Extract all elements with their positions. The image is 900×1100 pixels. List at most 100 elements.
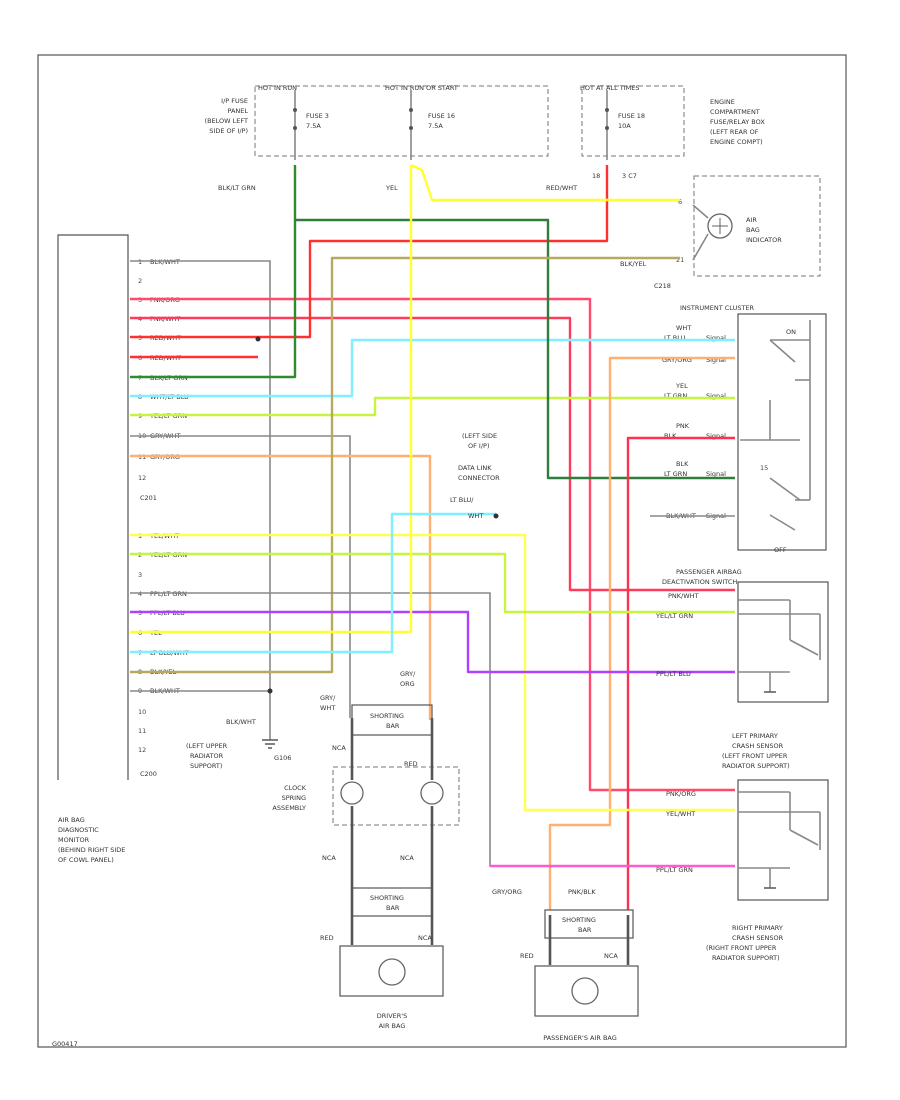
indicator-label: AIR BAG INDICATOR xyxy=(746,216,782,244)
svg-text:RADIATOR SUPPORT): RADIATOR SUPPORT) xyxy=(712,954,780,962)
indicator-pin-b: 21 xyxy=(676,256,684,264)
svg-text:12: 12 xyxy=(138,746,146,754)
svg-text:SHORTING: SHORTING xyxy=(562,916,596,924)
svg-text:GRY/: GRY/ xyxy=(400,670,416,678)
svg-text:ORG: ORG xyxy=(400,680,415,688)
svg-text:COMPARTMENT: COMPARTMENT xyxy=(710,108,760,116)
svg-text:LT GRN: LT GRN xyxy=(664,392,687,400)
source-at-all-times: HOT AT ALL TIMES xyxy=(580,84,640,92)
svg-text:WHT: WHT xyxy=(676,324,691,332)
svg-text:BLK: BLK xyxy=(676,460,689,468)
wire-label-3-c7: 3 C7 xyxy=(622,172,637,180)
shorting-bar-passenger xyxy=(544,909,634,939)
shorting-bar-driver xyxy=(351,887,433,917)
svg-text:AIR BAG: AIR BAG xyxy=(58,816,85,824)
clockspring-nca-3: NCA xyxy=(400,854,414,862)
svg-text:AIR BAG: AIR BAG xyxy=(379,1022,406,1030)
wire-label-blk-lt-grn: BLK/LT GRN xyxy=(218,184,256,192)
svg-text:7.5A: 7.5A xyxy=(428,122,443,130)
wire-blk-lt-grn-cluster xyxy=(295,218,735,480)
svg-text:3: 3 xyxy=(138,571,142,579)
svg-text:GRY/: GRY/ xyxy=(320,694,336,702)
svg-text:PPL/LT GRN: PPL/LT GRN xyxy=(150,590,187,598)
wire-label-pin-18: 18 xyxy=(592,172,600,180)
wire-label-red-wht: RED/WHT xyxy=(546,184,577,192)
svg-text:ASSEMBLY: ASSEMBLY xyxy=(272,804,306,812)
svg-text:PNK: PNK xyxy=(676,422,690,430)
wire-ppl-lt-blu xyxy=(130,610,735,674)
wire-label-blk-yel: BLK/YEL xyxy=(620,260,647,268)
driver-airbag-box xyxy=(339,945,444,997)
driver-airbag-icon xyxy=(378,958,406,986)
svg-text:LT BLU: LT BLU xyxy=(664,334,686,342)
clockspring-nca-2: NCA xyxy=(322,854,336,862)
svg-text:OF COWL PANEL): OF COWL PANEL) xyxy=(58,856,114,864)
wire-yel-lt-grn xyxy=(130,396,735,417)
svg-text:FUSE 18: FUSE 18 xyxy=(618,112,645,120)
connector-c200: C200 xyxy=(140,770,157,778)
wire-blk-lt-grn xyxy=(130,165,297,379)
wire-gry-wht xyxy=(130,435,351,718)
svg-text:PNK/WHT: PNK/WHT xyxy=(668,592,699,600)
engine-fuse-box-label: ENGINE COMPARTMENT FUSE/RELAY BOX (LEFT … xyxy=(710,98,765,146)
cluster-wire-labels: WHT LT BLU GRY/ORG YEL LT GRN PNK BLK BL… xyxy=(662,324,696,520)
datalink-wire: LT BLU/ xyxy=(450,496,474,504)
passenger-pnk-blk: PNK/BLK xyxy=(568,888,596,896)
svg-text:Signal: Signal xyxy=(706,356,726,364)
svg-text:PANEL: PANEL xyxy=(227,107,248,115)
svg-text:Signal: Signal xyxy=(706,432,726,440)
svg-text:CRASH SENSOR: CRASH SENSOR xyxy=(732,934,784,942)
wire-pnk-wht xyxy=(130,316,735,592)
fuse-18: FUSE 18 10A xyxy=(605,90,645,160)
deactivation-switch-box xyxy=(737,581,829,703)
clockspring-nca: NCA xyxy=(332,744,346,752)
datalink-label: (LEFT SIDE OF I/P) DATA LINK CONNECTOR xyxy=(458,432,500,482)
svg-text:RADIATOR SUPPORT): RADIATOR SUPPORT) xyxy=(722,762,790,770)
svg-text:ENGINE: ENGINE xyxy=(710,98,735,106)
source-hot-run: HOT IN RUN xyxy=(258,84,297,92)
svg-text:PASSENGER AIRBAG: PASSENGER AIRBAG xyxy=(676,568,742,576)
cluster-terminals: Signal Signal Signal Signal Signal Signa… xyxy=(706,334,726,520)
monitor-box xyxy=(57,234,129,780)
svg-text:I/P FUSE: I/P FUSE xyxy=(221,97,248,105)
svg-text:SHORTING: SHORTING xyxy=(370,894,404,902)
wire-pnk-org xyxy=(130,297,735,792)
deactivation-label: PASSENGER AIRBAG DEACTIVATION SWITCH xyxy=(662,568,742,586)
left-sensor-switch-icon xyxy=(738,791,821,889)
svg-text:(LEFT SIDE: (LEFT SIDE xyxy=(462,432,497,440)
svg-text:1: 1 xyxy=(138,258,142,266)
driver-airbag-label: DRIVER'S AIR BAG xyxy=(377,1012,407,1030)
switch-on-label: ON xyxy=(786,328,796,336)
svg-text:SHORTING: SHORTING xyxy=(370,712,404,720)
svg-text:Signal: Signal xyxy=(706,334,726,342)
shorting-bar-top-label: SHORTING BAR xyxy=(370,712,404,730)
footer-code: G00417 xyxy=(52,1040,78,1048)
svg-text:YEL: YEL xyxy=(675,382,688,390)
datalink-terminal xyxy=(493,513,499,519)
passenger-red: RED xyxy=(520,952,534,960)
svg-text:Signal: Signal xyxy=(706,470,726,478)
ground-wire: BLK/WHT xyxy=(226,718,256,726)
passenger-gry-org: GRY/ORG xyxy=(492,888,522,896)
right-sensor-label: RIGHT PRIMARY CRASH SENSOR (RIGHT FRONT … xyxy=(706,924,784,962)
wire-wht-lt-blu xyxy=(130,338,735,398)
ground-icon xyxy=(262,739,278,749)
ip-fuse-panel-label: I/P FUSE PANEL (BELOW LEFT SIDE OF I/P) xyxy=(205,97,249,135)
svg-text:SIDE OF I/P): SIDE OF I/P) xyxy=(209,127,248,135)
source-acc: HOT IN RUN OR START xyxy=(385,84,458,92)
fuse-16: FUSE 16 7.5A xyxy=(409,90,455,160)
wire-gry-org xyxy=(130,454,432,720)
svg-text:(BEHIND RIGHT SIDE: (BEHIND RIGHT SIDE xyxy=(58,846,125,854)
svg-text:WHT: WHT xyxy=(320,704,335,712)
ip-fuse-panel-box xyxy=(254,85,549,157)
svg-text:BAR: BAR xyxy=(386,904,400,912)
lamp-icon xyxy=(692,204,733,261)
deactivation-switch-icon xyxy=(738,599,821,693)
shorting-bar-driver-label: SHORTING BAR xyxy=(370,894,404,912)
svg-text:PNK/ORG: PNK/ORG xyxy=(666,790,696,798)
svg-text:SUPPORT): SUPPORT) xyxy=(190,762,222,770)
passenger-airbag-label: PASSENGER'S AIR BAG xyxy=(543,1034,617,1042)
svg-text:FUSE 3: FUSE 3 xyxy=(306,112,329,120)
svg-text:Signal: Signal xyxy=(706,392,726,400)
